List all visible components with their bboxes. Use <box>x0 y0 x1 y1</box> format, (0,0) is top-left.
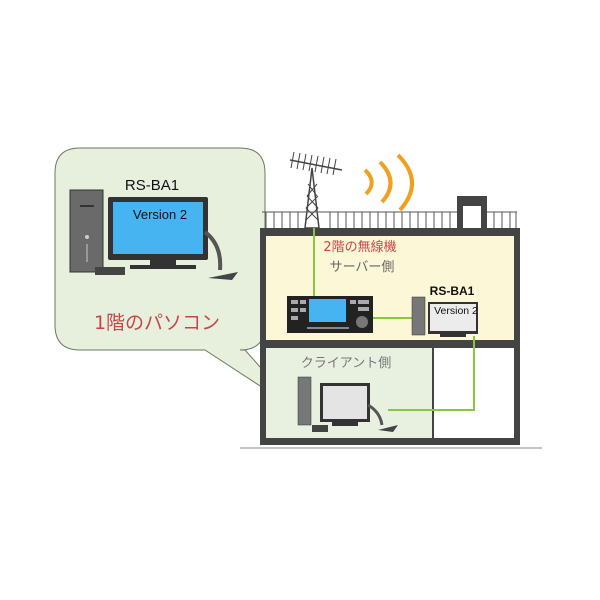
server-pc-icon <box>411 296 478 337</box>
first-floor-pc-icon <box>69 189 238 280</box>
radio-wave-icon <box>363 153 414 212</box>
server-software-label: RS-BA1 <box>430 284 475 298</box>
client-pc-icon <box>297 376 398 432</box>
bubble-software-label: RS-BA1 <box>125 177 179 194</box>
bubble-version-label: Version 2 <box>133 207 187 222</box>
transceiver-icon <box>287 296 373 333</box>
client-side-label: クライアント側 <box>301 356 391 371</box>
server-version-label: Version 2 <box>434 305 478 317</box>
bubble-caption: 1階のパソコン <box>94 312 220 334</box>
server-side-label: サーバー側 <box>330 260 395 275</box>
server-radio-label: 2階の無線機 <box>323 239 396 255</box>
cable <box>313 228 475 411</box>
